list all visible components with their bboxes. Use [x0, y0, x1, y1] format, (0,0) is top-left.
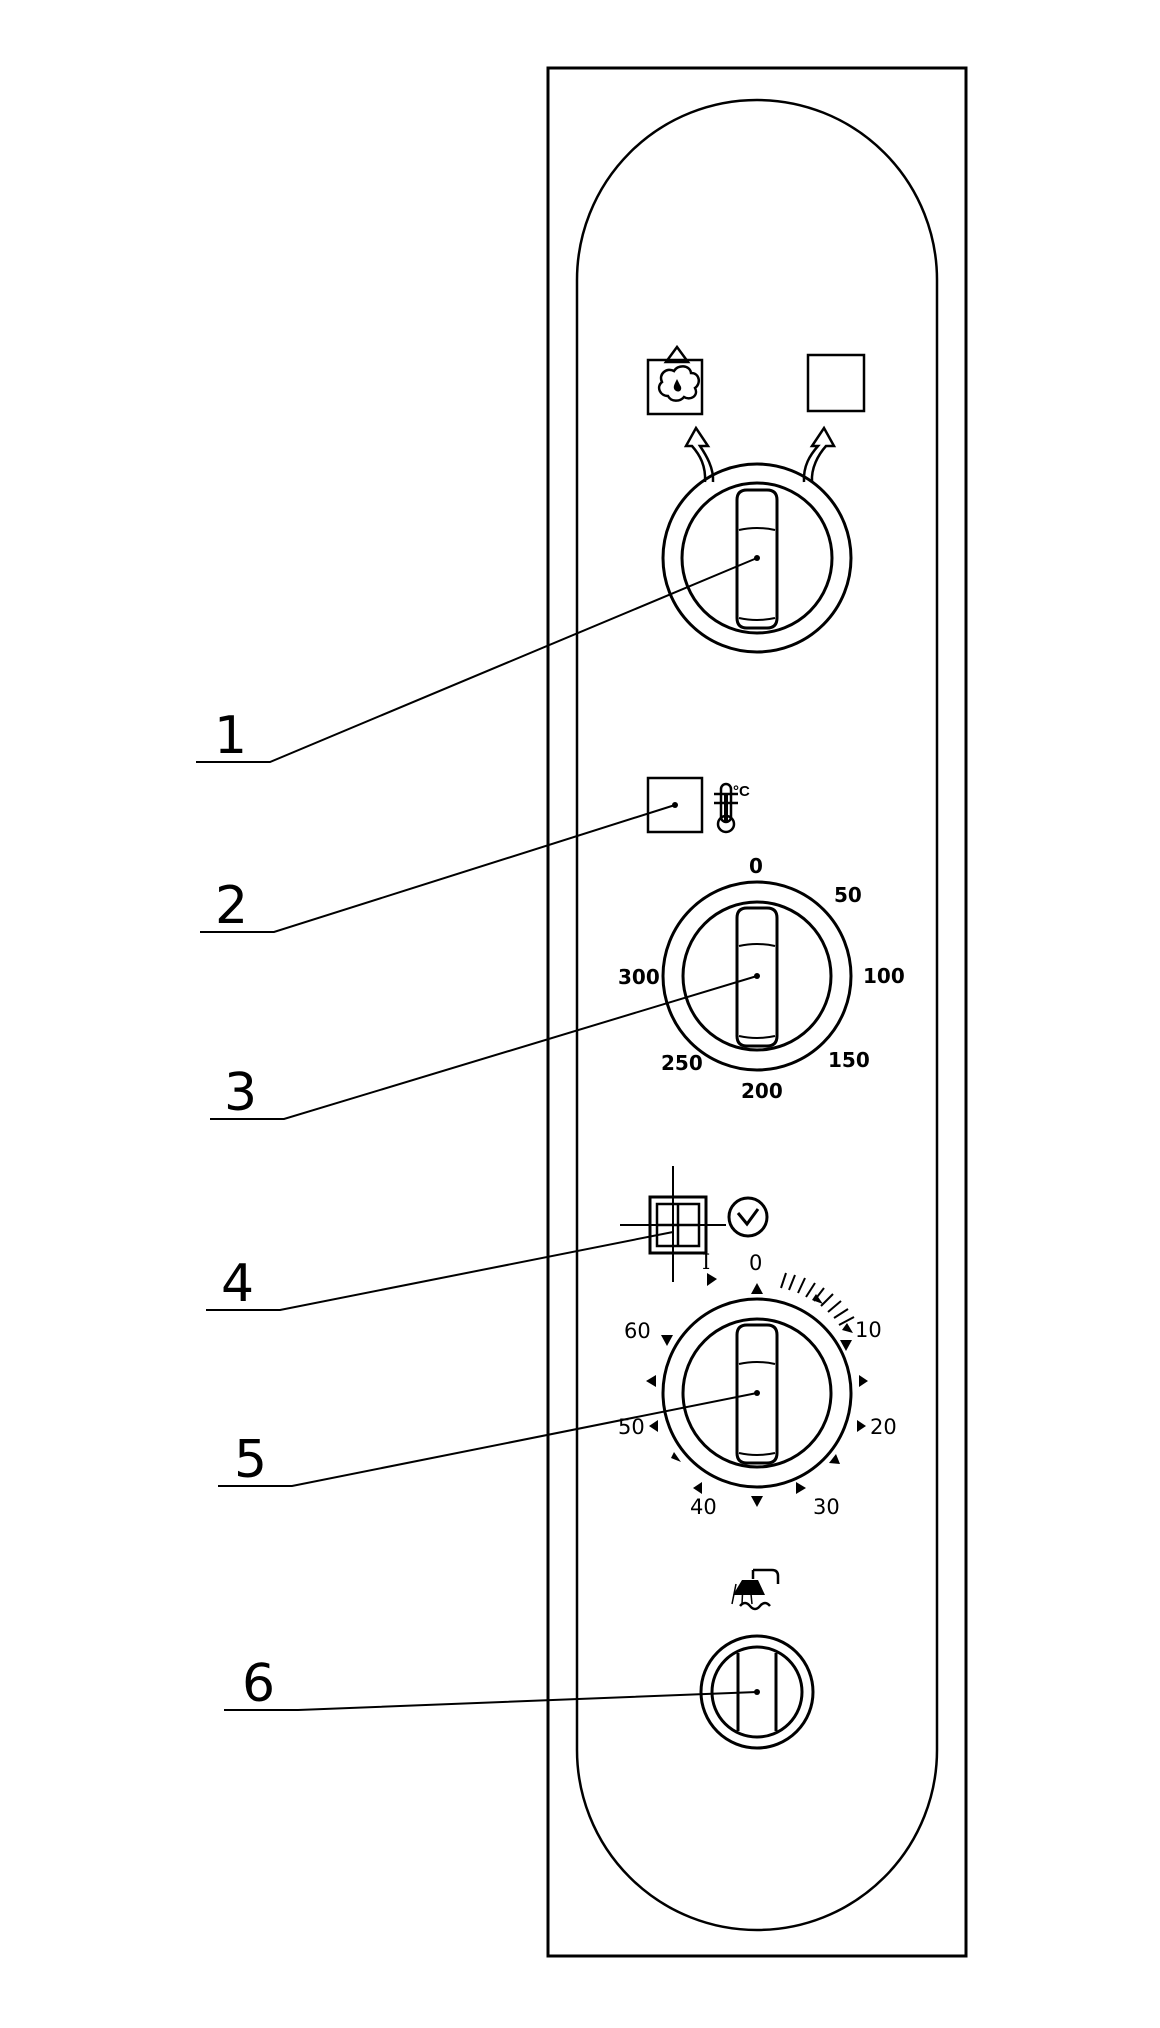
callout-number-5: 5 — [234, 1430, 267, 1490]
timer-label-20: 20 — [870, 1415, 897, 1439]
timer-mark-0: 0 — [749, 1251, 762, 1275]
temp-label-150: 150 — [828, 1048, 870, 1072]
callout-2: 2 — [200, 804, 676, 936]
callout-5: 5 — [218, 1392, 758, 1490]
thermostat-knob[interactable] — [661, 880, 853, 1072]
blank-indicator-box — [806, 353, 866, 413]
timer-knob[interactable] — [661, 1297, 853, 1489]
mode-selector-knob[interactable] — [661, 462, 853, 654]
callout-3: 3 — [210, 975, 758, 1123]
timer-lamp — [620, 1166, 726, 1282]
timer-label-30: 30 — [813, 1495, 840, 1519]
panel-frame — [546, 66, 968, 1958]
callout-4: 4 — [206, 1231, 674, 1314]
callout-number-6: 6 — [242, 1654, 275, 1714]
callout-number-4: 4 — [221, 1254, 254, 1314]
temp-label-50: 50 — [834, 883, 862, 907]
temp-label-200: 200 — [741, 1079, 783, 1103]
temp-label-0: 0 — [749, 854, 763, 878]
arrow-up-right-icon — [802, 425, 837, 483]
temp-label-250: 250 — [661, 1051, 703, 1075]
callout-6: 6 — [224, 1654, 758, 1714]
timer-triangle-markers — [646, 1273, 868, 1507]
callout-number-1: 1 — [214, 706, 247, 766]
callout-number-3: 3 — [224, 1063, 257, 1123]
shower-water-icon — [731, 1568, 780, 1611]
timer-label-10: 10 — [855, 1318, 882, 1342]
timer-mark-i: I — [702, 1250, 710, 1274]
timer-label-40: 40 — [690, 1495, 717, 1519]
thermometer-celsius-icon: °C — [714, 782, 750, 834]
callout-number-2: 2 — [215, 876, 248, 936]
arrow-up-left-icon — [683, 425, 715, 483]
temp-label-300: 300 — [618, 965, 660, 989]
timer-label-60: 60 — [624, 1319, 651, 1343]
steam-indicator-box — [646, 344, 704, 416]
clock-icon — [727, 1196, 769, 1238]
steam-cloud-icon — [657, 344, 700, 402]
callout-1: 1 — [196, 557, 758, 766]
thermostat-lamp — [646, 776, 704, 834]
temp-label-100: 100 — [863, 964, 905, 988]
celsius-unit-label: °C — [733, 783, 750, 800]
panel-face — [575, 98, 939, 1932]
